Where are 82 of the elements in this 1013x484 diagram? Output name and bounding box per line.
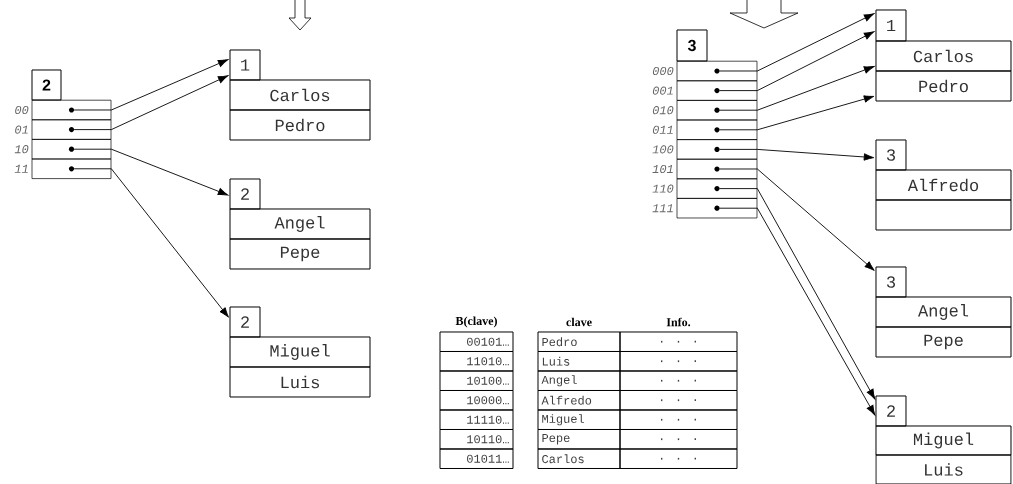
directory-cell [676, 158, 758, 180]
depth-box: 3 [676, 29, 708, 62]
directory-cell [31, 158, 112, 179]
table-cell: Pedro [537, 331, 621, 352]
table-cell: . . . [619, 409, 738, 430]
bit-label: 00 [15, 105, 29, 115]
directory-cell [676, 60, 758, 82]
table-cell: . . . [619, 331, 738, 352]
directory-cell [676, 178, 758, 199]
bucket: 1 Carlos Pedro [229, 49, 371, 141]
bucket: 3 Angel Pepe [875, 266, 1012, 358]
directory-cell [31, 139, 112, 160]
column-header: clave [566, 317, 592, 327]
arrow [719, 188, 876, 400]
node-label: 3 [886, 276, 896, 288]
table-cell: 10110… [439, 429, 514, 450]
bit-label: 000 [652, 66, 674, 76]
table-cell: 11110… [439, 409, 514, 430]
bucket: 2 Miguel Luis [229, 306, 371, 398]
table-cell: . . . [619, 390, 738, 411]
directory-cell [676, 100, 758, 121]
bucket: 2 Angel Pepe [229, 178, 371, 270]
table-cell: Luis [537, 351, 621, 372]
table-cell: 11010… [439, 351, 514, 372]
bucket: 2 Miguel Luis [875, 395, 1012, 484]
bit-label: 010 [652, 106, 674, 115]
table-cell: 10000… [439, 390, 514, 411]
bit-label: 111 [652, 204, 673, 213]
directory-cell [676, 139, 758, 160]
table-cell: . . . [619, 448, 738, 469]
node-label: Luis [281, 375, 319, 389]
table-cell: Pepe [537, 429, 621, 450]
directory-cell [676, 198, 758, 219]
node-label: 2 [241, 316, 249, 328]
arrow [719, 168, 875, 271]
bit-label: 011 [652, 125, 673, 134]
directory-cell [31, 99, 112, 121]
table-cell: Alfredo [537, 390, 621, 411]
node-label: Pedro [919, 79, 968, 93]
node-label: 2 [241, 188, 249, 200]
node-label: Pepe [280, 246, 320, 262]
node-label: Pedro [275, 118, 325, 132]
arrow [719, 95, 875, 131]
arrow [73, 168, 229, 318]
node-label: Pepe [924, 334, 963, 350]
bit-label: 11 [14, 164, 28, 173]
table-cell: Angel [537, 370, 621, 391]
table-cell: Carlos [537, 448, 621, 469]
table-cell: Miguel [537, 409, 621, 430]
bit-label: 101 [652, 164, 673, 174]
table-cell: 10100… [439, 370, 514, 391]
bucket: 1 Carlos Pedro [875, 9, 1012, 102]
table-cell: 01011… [439, 448, 514, 469]
node-label: 3 [886, 149, 896, 161]
directory-cell [31, 119, 112, 140]
column-header: Info. [666, 317, 691, 327]
bit-label: 01 [15, 125, 28, 134]
table-cell: 00101… [439, 331, 514, 352]
table-cell: . . . [619, 429, 738, 450]
column-header: B(clave) [455, 316, 497, 328]
arrow [719, 66, 875, 111]
directory-cell [676, 80, 758, 101]
node-label: Luis [925, 463, 963, 476]
bucket: 3 Alfredo [875, 139, 1012, 231]
table-cell: . . . [619, 351, 738, 372]
table-cell: . . . [619, 370, 738, 391]
arrow [719, 207, 876, 416]
bit-label: 100 [652, 145, 674, 154]
arrow [73, 148, 229, 196]
node-label: 2 [887, 405, 895, 417]
arrow [719, 148, 875, 161]
arrow [719, 31, 875, 92]
depth-box: 2 [31, 69, 62, 101]
arrow [73, 59, 229, 111]
node-label: 1 [887, 19, 896, 32]
directory-cell [676, 119, 758, 140]
node-label: 1 [241, 59, 250, 71]
arrow [719, 13, 875, 72]
bit-label: 10 [14, 145, 29, 154]
bit-label: 001 [652, 86, 673, 95]
bit-label: 110 [652, 184, 674, 193]
arrow [73, 75, 229, 131]
